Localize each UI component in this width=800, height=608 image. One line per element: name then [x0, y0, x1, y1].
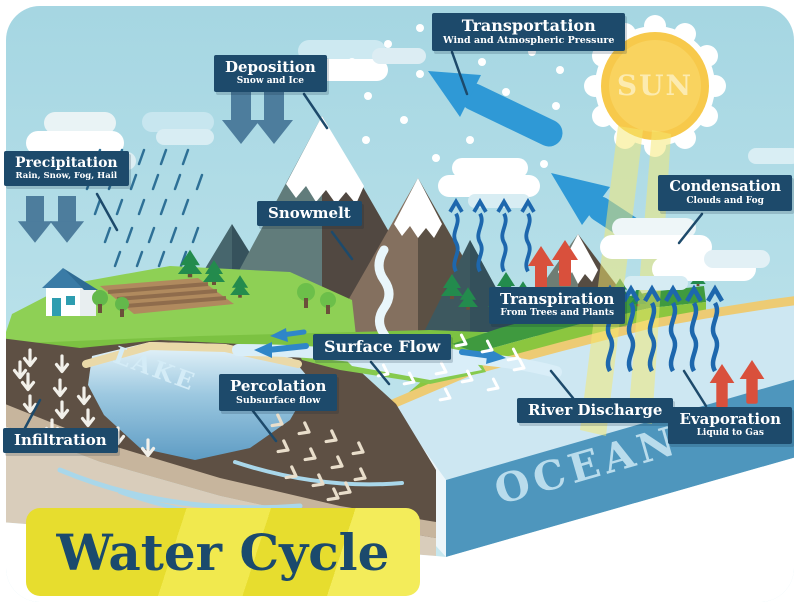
pointer-lines — [23, 50, 708, 443]
sun-label: SUN — [616, 69, 694, 102]
callout-percolation: Percolation Subsurface flow — [219, 374, 338, 412]
callout-subtitle: Wind and Atmospheric Pressure — [443, 35, 615, 47]
callout-subtitle: Rain, Snow, Fog, Hail — [15, 171, 118, 182]
callout-title: Deposition — [225, 58, 316, 76]
callout-snowmelt: Snowmelt — [257, 201, 362, 227]
water-cycle-banner: Water Cycle — [26, 508, 420, 596]
callout-transpiration: Transpiration From Trees and Plants — [489, 287, 626, 324]
callout-title: Infiltration — [14, 431, 107, 449]
callout-precipitation: Precipitation Rain, Snow, Fog, Hail — [4, 151, 129, 186]
callout-subtitle: Clouds and Fog — [686, 195, 764, 206]
callout-subtitle: Subsurface flow — [235, 395, 321, 407]
callout-river-discharge: River Discharge — [517, 398, 674, 424]
callout-title: Surface Flow — [324, 337, 441, 356]
callout-title: Evaporation — [679, 410, 781, 428]
callout-title: Precipitation — [15, 155, 118, 171]
callout-condensation: Condensation Clouds and Fog — [658, 175, 792, 211]
callout-subtitle: Liquid to Gas — [696, 428, 764, 439]
callout-title: Condensation — [669, 178, 781, 195]
clouds — [26, 40, 794, 208]
callout-evaporation: Evaporation Liquid to Gas — [668, 407, 792, 444]
callout-subtitle: From Trees and Plants — [500, 308, 615, 319]
callout-subtitle: Snow and Ice — [236, 76, 304, 87]
village-hill — [6, 266, 356, 350]
callout-deposition: Deposition Snow and Ice — [214, 55, 327, 92]
callout-title: Transportation — [461, 16, 596, 35]
callout-title: Snowmelt — [268, 204, 351, 222]
callout-title: River Discharge — [528, 401, 663, 419]
callout-surface-flow: Surface Flow — [313, 334, 452, 361]
house — [42, 268, 98, 316]
condensation-clouds — [600, 218, 770, 290]
callout-transportation: Transportation Wind and Atmospheric Pres… — [432, 13, 626, 52]
diagram-title: Water Cycle — [56, 522, 390, 582]
surface-flow-arrows — [254, 328, 506, 364]
callout-title: Percolation — [230, 377, 327, 395]
callout-infiltration: Infiltration — [3, 428, 118, 454]
callout-title: Transpiration — [500, 290, 615, 308]
